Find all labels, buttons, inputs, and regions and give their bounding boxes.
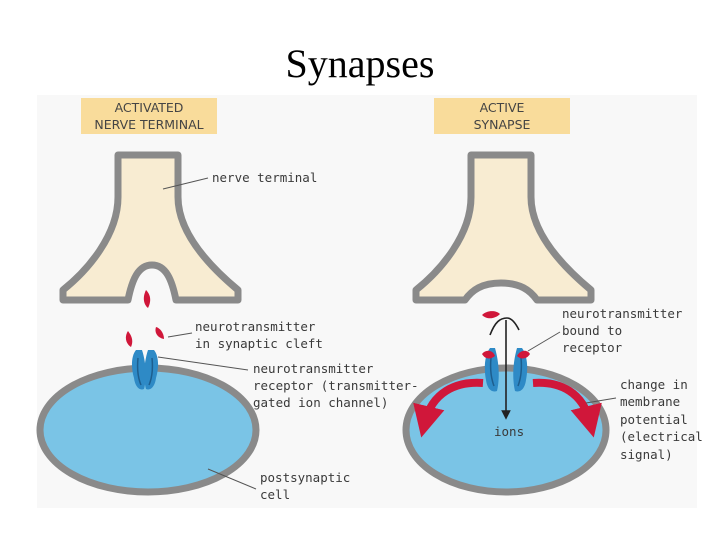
- label-neurotransmitter-line-2: in synaptic cleft: [195, 336, 323, 351]
- label-potential-line-4: (electrical: [620, 429, 703, 444]
- leader-line: [585, 397, 617, 404]
- ion-flow-arrow: [413, 378, 484, 438]
- receptor-closed: [131, 350, 159, 390]
- leader-line: [527, 331, 561, 352]
- neurotransmitter-molecule: [143, 290, 151, 308]
- header-line-2: SYNAPSE: [474, 117, 531, 132]
- nerve-terminal-left: [59, 151, 242, 304]
- leader-line: [157, 356, 249, 371]
- leader-line: [167, 332, 193, 338]
- neurotransmitter-molecule: [125, 331, 133, 347]
- header-active-synapse: ACTIVE SYNAPSE: [434, 98, 570, 134]
- leader-line: [162, 177, 209, 190]
- label-postsynaptic-line-2: cell: [260, 487, 290, 502]
- label-ions: ions: [494, 424, 524, 439]
- label-bound-line-2: bound to: [562, 323, 622, 338]
- label-potential-line-3: potential: [620, 412, 688, 427]
- bound-neurotransmitter: [517, 350, 530, 359]
- label-receptor-line-1: neurotransmitter: [253, 361, 374, 376]
- label-bound-line-1: neurotransmitter: [562, 306, 683, 321]
- ion-path-arrow: [489, 317, 520, 336]
- page-title: Synapses: [285, 41, 435, 86]
- neurotransmitter-molecule: [482, 311, 500, 319]
- label-potential-line-2: membrane: [620, 394, 680, 409]
- label-receptor-line-3: gated ion channel): [253, 395, 388, 410]
- header-line-1: ACTIVATED: [115, 100, 184, 115]
- header-activated-nerve-terminal: ACTIVATED NERVE TERMINAL: [81, 98, 217, 134]
- neurotransmitter-molecule: [155, 327, 164, 339]
- label-postsynaptic-line-1: postsynaptic: [260, 470, 350, 485]
- label-bound-line-3: receptor: [562, 340, 623, 355]
- label-potential-line-5: signal): [620, 447, 673, 462]
- label-nerve-terminal: nerve terminal: [212, 170, 317, 185]
- leader-line: [207, 468, 257, 490]
- label-receptor-line-2: receptor (transmitter-: [253, 378, 419, 393]
- label-neurotransmitter-line-1: neurotransmitter: [195, 319, 316, 334]
- header-line-1: ACTIVE: [480, 100, 525, 115]
- label-potential-line-1: change in: [620, 377, 688, 392]
- ion-flow-arrow: [532, 378, 602, 438]
- nerve-terminal-right: [412, 151, 595, 304]
- bound-neurotransmitter: [482, 350, 495, 359]
- receptor-open: [484, 348, 528, 392]
- header-line-2: NERVE TERMINAL: [94, 117, 203, 132]
